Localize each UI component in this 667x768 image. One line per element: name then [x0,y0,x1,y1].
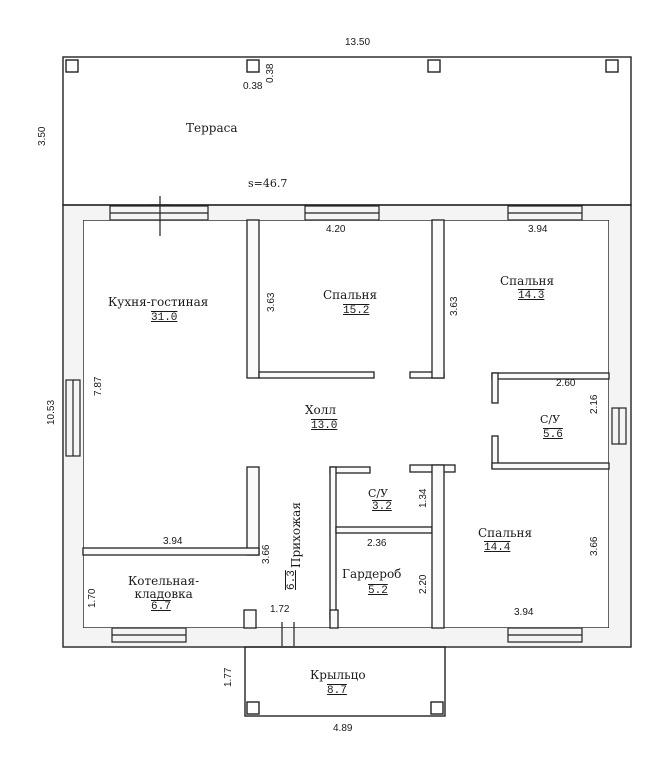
dim-bed2-h: 3.63 [449,296,460,316]
dim-porch-w: 4.89 [333,723,353,734]
dim-post-b: 0.38 [265,63,276,83]
bath2-area: 3.2 [372,501,392,513]
bath1-area: 5.6 [543,429,563,441]
dim-post-a: 0.38 [243,81,263,92]
porch-area: 8.7 [327,685,347,697]
kitchen-area: 31.0 [151,312,178,324]
dim-bed3-h: 3.66 [589,536,600,556]
terrace-post [65,59,79,73]
porch-post [430,701,444,715]
dim-kitchen-h: 7.87 [93,376,104,396]
dim-wardrobe-h: 2.20 [418,574,429,594]
hallway-area: 6.3 [286,570,298,590]
dim-boiler-h: 1.70 [87,588,98,608]
kitchen-name: Кухня-гостиная [108,295,209,309]
interior-wall [329,609,339,629]
dim-bath1-w: 2.60 [556,378,576,389]
interior-wall [431,464,445,629]
interior-wall [246,219,260,379]
dim-bed1-w: 4.20 [326,224,346,235]
dim-house-depth: 10.53 [46,399,57,425]
hallway-name: Прихожая [289,502,303,568]
bedroom2-name: Спальня [500,274,555,288]
wardrobe-area: 5.2 [368,585,388,597]
bedroom2-area: 14.3 [518,290,545,302]
interior-wall [258,371,375,379]
terrace-name: Терраса [186,121,238,135]
dim-bed2-w: 3.94 [528,224,548,235]
dim-bath2-h: 1.34 [418,488,429,508]
dim-kitchen-w: 3.94 [163,536,183,547]
dim-top-width: 13.50 [345,37,371,48]
hall-area: 13.0 [311,420,338,432]
interior-wall [491,372,610,380]
terrace-post [246,59,260,73]
dim-entry-w: 1.72 [270,604,290,615]
porch-name: Крыльцо [310,668,366,682]
interior-wall [82,547,260,556]
bedroom3-area: 14.4 [484,542,511,554]
interior-wall [335,526,433,534]
bedroom1-area: 15.2 [343,305,370,317]
dim-wardrobe-w: 2.36 [367,538,387,549]
terrace-post [605,59,619,73]
interior-wall [246,466,260,556]
bath1-name: С/У [540,413,561,426]
dim-bed3-w: 3.94 [514,607,534,618]
interior-wall [243,609,257,629]
porch-post [246,701,260,715]
dim-hall-strip-h: 3.66 [261,544,272,564]
wardrobe-name: Гардероб [342,567,402,581]
porch-outline [244,646,446,717]
hall-name: Холл [305,403,337,417]
dim-bed1-h: 3.63 [266,292,277,312]
boiler-area: 6.7 [151,601,171,613]
bath2-name: С/У [368,487,389,500]
interior-wall [431,219,445,379]
bedroom3-name: Спальня [478,526,533,540]
interior-wall [329,466,337,620]
dim-bath1-h: 2.16 [589,394,600,414]
boiler-name: Котельная- кладовка [128,574,200,601]
dim-terrace-depth: 3.50 [37,126,48,146]
dim-porch-h: 1.77 [223,667,234,687]
terrace-post [427,59,441,73]
bedroom1-name: Спальня [323,288,378,302]
interior-wall [491,462,610,470]
interior-wall [491,372,499,404]
terrace-area-note: s=46.7 [248,177,288,190]
terrace-outline [62,56,632,206]
